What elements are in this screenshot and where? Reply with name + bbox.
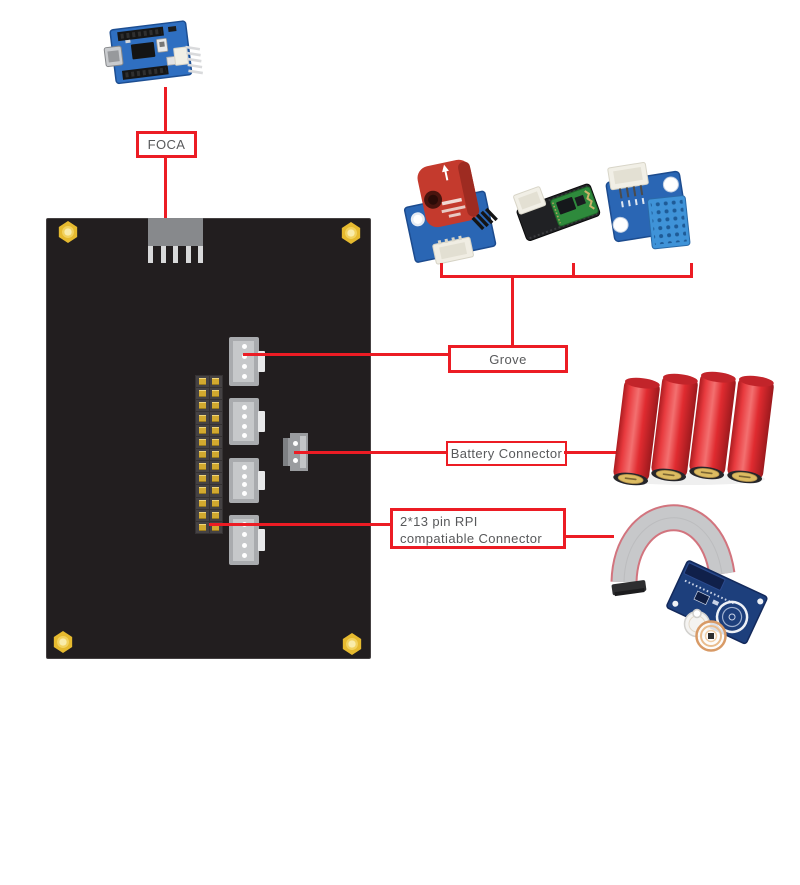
foca-label: FOCA xyxy=(147,137,186,152)
pin-dot xyxy=(293,458,298,463)
grove-connector-3 xyxy=(229,458,265,503)
pin-dot xyxy=(241,374,247,379)
header-pin xyxy=(209,509,222,521)
socket-pin xyxy=(173,246,178,263)
grove-connection-line xyxy=(243,353,449,356)
connector-pins xyxy=(229,344,259,379)
connector-socket xyxy=(233,341,254,382)
header-pin xyxy=(196,509,209,521)
socket-pin xyxy=(198,246,203,263)
coil-tag xyxy=(695,620,727,652)
header-pin xyxy=(196,400,209,412)
pin-dot xyxy=(293,441,298,446)
rpi-pin-header xyxy=(195,375,223,534)
bluetooth-module-image xyxy=(513,183,601,241)
rpi-connection-line-right xyxy=(563,535,614,538)
connector-side xyxy=(283,437,288,467)
rpi-connection-line-left xyxy=(209,523,391,526)
battery-connection-line-left xyxy=(294,451,447,454)
header-pin xyxy=(196,424,209,436)
header-pin xyxy=(209,521,222,533)
pin-dot xyxy=(241,364,247,369)
screw-icon xyxy=(341,222,361,244)
grove-label: Grove xyxy=(489,351,527,367)
pin-dot xyxy=(241,542,247,548)
header-pin xyxy=(196,497,209,509)
connector-pins xyxy=(283,441,308,463)
current-sensor-module-image xyxy=(403,159,498,265)
header-pin xyxy=(209,424,222,436)
grove-connector-1 xyxy=(229,337,265,386)
header-pin xyxy=(196,412,209,424)
header-pin xyxy=(196,521,209,533)
pin-dot xyxy=(241,482,247,488)
connector-pins xyxy=(229,465,259,496)
header-pin xyxy=(209,473,222,485)
bracket-horizontal-line xyxy=(440,275,693,278)
bracket-tick-right xyxy=(690,263,693,278)
header-pin xyxy=(209,412,222,424)
rfid-kit-image xyxy=(610,504,768,652)
socket-pin xyxy=(186,246,191,263)
connector-latch xyxy=(258,529,265,551)
foca-socket xyxy=(148,218,203,246)
header-pin xyxy=(196,436,209,448)
header-pin xyxy=(209,485,222,497)
pin-dot xyxy=(241,552,247,558)
pin-dot xyxy=(241,414,247,420)
pin-dot xyxy=(241,432,247,438)
grove-connector-2 xyxy=(229,398,265,445)
screw-icon xyxy=(58,221,78,243)
pin-dot xyxy=(241,465,247,470)
header-pin xyxy=(196,485,209,497)
pin-dot xyxy=(241,405,247,410)
header-pin xyxy=(209,461,222,473)
dht11-module-image xyxy=(605,162,691,250)
screw-icon xyxy=(342,633,362,655)
header-pin xyxy=(209,436,222,448)
header-pin xyxy=(209,448,222,461)
header-pin xyxy=(196,473,209,485)
connector-pins xyxy=(229,405,259,438)
connector-pins xyxy=(229,522,259,558)
connector-latch xyxy=(258,350,265,373)
header-pin xyxy=(196,388,209,400)
bracket-tick-middle xyxy=(572,263,575,278)
pin-dot xyxy=(241,344,247,349)
header-pin xyxy=(209,388,222,400)
header-pin xyxy=(196,376,209,388)
battery-label-box: Battery Connector xyxy=(446,441,567,466)
bracket-drop-line xyxy=(511,275,514,346)
pin-dot xyxy=(241,423,247,429)
foca-connection-line xyxy=(164,87,167,233)
header-pin xyxy=(209,497,222,509)
rpi-label-box: 2*13 pin RPI compatiable Connector xyxy=(390,508,566,549)
connector-socket xyxy=(233,462,254,499)
rpi-label: 2*13 pin RPI compatiable Connector xyxy=(400,514,543,546)
connector-socket xyxy=(233,519,254,561)
foca-board-image xyxy=(103,20,203,85)
pin-dot xyxy=(241,354,247,359)
header-pin xyxy=(196,461,209,473)
socket-pin xyxy=(161,246,166,263)
foca-label-box: FOCA xyxy=(136,131,197,158)
header-pin xyxy=(209,376,222,388)
bracket-tick-left xyxy=(440,263,443,278)
pin-dot xyxy=(241,473,247,479)
connector-socket xyxy=(233,402,254,441)
header-pin xyxy=(209,400,222,412)
pin-dot xyxy=(241,532,247,538)
connector-notch xyxy=(283,466,290,471)
connector-latch xyxy=(258,411,265,432)
connector-notch xyxy=(283,433,290,438)
battery-label: Battery Connector xyxy=(450,446,563,461)
battery-pack-image xyxy=(613,371,774,486)
header-pin xyxy=(196,448,209,461)
socket-pin xyxy=(148,246,153,263)
connector-latch xyxy=(258,470,265,491)
pin-dot xyxy=(241,490,247,496)
battery-connection-line-right xyxy=(564,451,616,454)
grove-label-box: Grove xyxy=(448,345,568,373)
screw-icon xyxy=(53,631,73,653)
